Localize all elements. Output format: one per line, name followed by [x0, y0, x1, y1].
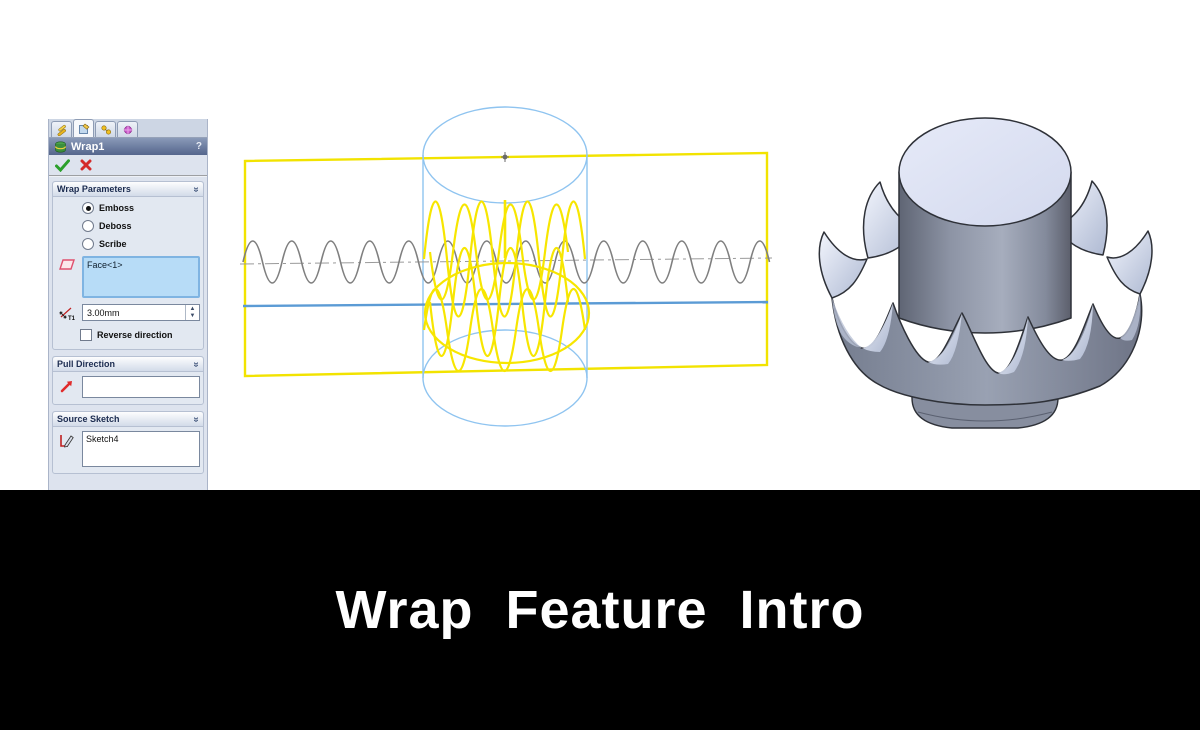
tab-dimxpert-manager[interactable]: [117, 121, 138, 137]
face-selection-box[interactable]: Face<1>: [82, 256, 200, 298]
collapse-chevron-icon[interactable]: »: [190, 361, 202, 367]
origin-marker-icon: [501, 152, 509, 162]
sine-sketch-curve[interactable]: [242, 240, 771, 284]
wrap-preview-curves: [422, 200, 591, 372]
radio-scribe-circle[interactable]: [82, 238, 94, 250]
source-sketch-section: Source Sketch » Sketch4: [52, 411, 204, 474]
feature-tree-icon: [57, 124, 66, 136]
svg-text:T1: T1: [68, 316, 75, 321]
spinner-up-icon[interactable]: ▲: [189, 305, 196, 312]
spinner-arrows: ▲ ▼: [185, 305, 199, 320]
radio-scribe-label: Scribe: [99, 239, 127, 249]
centerline: [239, 257, 773, 265]
wrap-parameters-title: Wrap Parameters: [57, 184, 131, 194]
radio-emboss[interactable]: Emboss: [82, 202, 200, 214]
pull-direction-box[interactable]: [82, 376, 200, 398]
tab-configuration-manager[interactable]: [95, 121, 116, 137]
pull-direction-arrow-icon: [60, 381, 72, 393]
feature-title-bar: Wrap1 ?: [49, 138, 207, 155]
cylinder-top-face: [898, 117, 1072, 227]
banner-title: Wrap Feature Intro: [335, 580, 865, 640]
sketch-icon: [60, 435, 74, 448]
cancel-button[interactable]: [80, 159, 92, 171]
face-selection-value: Face<1>: [87, 260, 123, 270]
thickness-icon: T1: [59, 307, 75, 321]
crown-horn: [1106, 230, 1153, 295]
plane-edge-line[interactable]: [242, 300, 769, 308]
wrapped-gear-model[interactable]: [818, 117, 1153, 429]
model-3d-view[interactable]: [800, 95, 1160, 440]
title-banner: Wrap Feature Intro: [0, 490, 1200, 730]
thickness-spinner[interactable]: 3.00mm ▲ ▼: [82, 304, 200, 321]
pull-direction-title: Pull Direction: [57, 359, 116, 369]
crown-skirt: [831, 293, 1143, 406]
confirm-bar: [49, 155, 207, 177]
collapse-chevron-icon[interactable]: »: [190, 186, 202, 192]
source-sketch-title: Source Sketch: [57, 414, 120, 424]
crown-horn: [818, 231, 868, 299]
wrap-feature-icon: [54, 140, 67, 152]
property-manager-panel: Wrap1 ? Wrap Parameters » Emboss Deboss: [48, 119, 208, 495]
feature-title: Wrap1: [71, 140, 105, 153]
property-manager-icon: [78, 123, 89, 134]
thickness-value: 3.00mm: [87, 307, 120, 318]
configuration-icon: [100, 124, 111, 135]
wrap-parameters-section: Wrap Parameters » Emboss Deboss Scribe: [52, 181, 204, 350]
help-button[interactable]: ?: [195, 141, 202, 152]
face-select-icon: [59, 259, 75, 270]
radio-emboss-circle[interactable]: [82, 202, 94, 214]
reverse-direction-option[interactable]: Reverse direction: [80, 329, 200, 341]
manager-tab-bar: [49, 119, 207, 138]
reverse-direction-label: Reverse direction: [97, 330, 173, 340]
source-sketch-value: Sketch4: [86, 434, 119, 444]
reverse-direction-checkbox[interactable]: [80, 329, 92, 341]
source-sketch-box[interactable]: Sketch4: [82, 431, 200, 467]
source-sketch-header[interactable]: Source Sketch »: [53, 412, 203, 427]
pull-direction-section: Pull Direction »: [52, 356, 204, 405]
pull-direction-header[interactable]: Pull Direction »: [53, 357, 203, 372]
radio-deboss-circle[interactable]: [82, 220, 94, 232]
ok-button[interactable]: [55, 158, 70, 172]
tab-property-manager[interactable]: [73, 119, 94, 137]
radio-deboss-label: Deboss: [99, 221, 132, 231]
sketch-viewport[interactable]: [230, 95, 775, 440]
collapse-chevron-icon[interactable]: »: [190, 416, 202, 422]
radio-scribe[interactable]: Scribe: [82, 238, 200, 250]
spinner-down-icon[interactable]: ▼: [189, 313, 196, 320]
radio-deboss[interactable]: Deboss: [82, 220, 200, 232]
wrap-parameters-header[interactable]: Wrap Parameters »: [53, 182, 203, 197]
sketch-plane-outline[interactable]: [243, 151, 769, 378]
tab-feature-manager[interactable]: [51, 121, 72, 137]
dimxpert-icon: [122, 124, 133, 135]
radio-emboss-label: Emboss: [99, 203, 135, 213]
